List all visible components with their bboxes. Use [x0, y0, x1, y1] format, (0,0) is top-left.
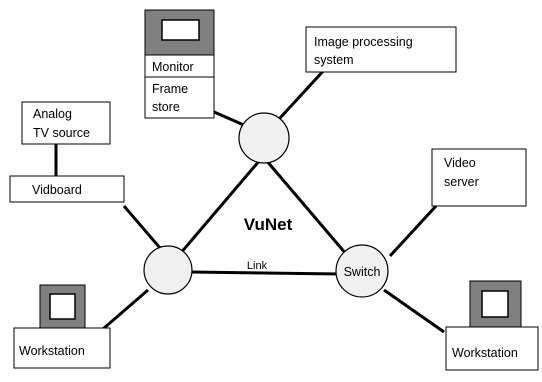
center-label: VuNet [244, 215, 293, 234]
node-switch [335, 244, 389, 298]
node-top [238, 112, 290, 164]
spoke-image-processing [278, 66, 328, 120]
link-top-right [264, 159, 360, 269]
vidboard-label: Vidboard [32, 183, 82, 197]
image-processing-label-1: Image processing [314, 35, 413, 49]
spoke-workstation-right [383, 288, 445, 334]
workstation-left-icon [39, 284, 86, 331]
switch-label: Switch [344, 265, 381, 279]
analog-tv-label-2: TV source [33, 126, 90, 140]
frame-store-label-1: Frame [152, 82, 188, 96]
network-nodes [143, 112, 389, 298]
link-bottom [189, 270, 341, 276]
frame-store-label-2: store [152, 100, 180, 114]
workstation-right-label: Workstation [452, 346, 518, 360]
video-server-box [431, 148, 527, 207]
workstation-left-label: Workstation [19, 344, 85, 358]
workstation-left-box [13, 327, 111, 369]
image-processing-label-2: system [314, 53, 354, 67]
analog-tv-label-1: Analog [33, 107, 72, 121]
link-top-left [166, 159, 262, 269]
spoke-vidboard [122, 205, 162, 249]
frame-store-box [144, 76, 215, 119]
monitor-icon [144, 9, 215, 56]
spoke-video-server [388, 204, 438, 258]
network-links [166, 159, 360, 276]
video-server-label-2: server [444, 175, 479, 189]
monitor-label: Monitor [152, 60, 194, 74]
image-processing-box [305, 26, 457, 73]
video-server-label-1: Video [444, 156, 476, 170]
node-left [143, 245, 193, 295]
workstation-right-icon [469, 280, 522, 328]
link-label: Link [247, 260, 268, 272]
vidboard-box [9, 175, 125, 203]
analog-tv-box [21, 101, 111, 145]
workstation-right-box [445, 326, 539, 371]
